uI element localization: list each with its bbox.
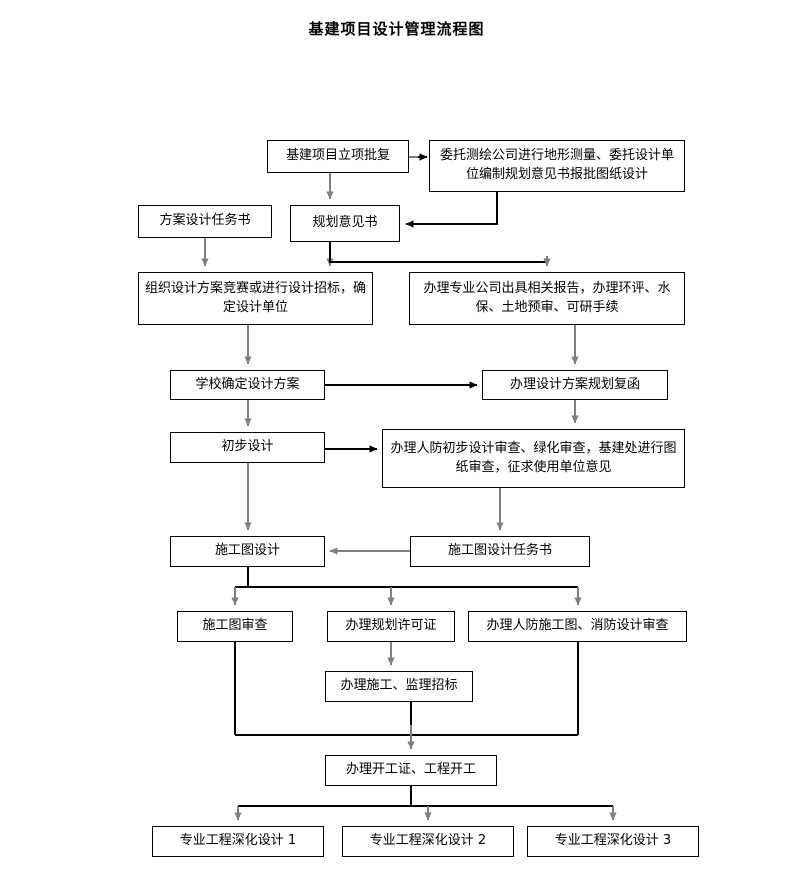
node-deepening-design-1[interactable]: 专业工程深化设计 1 (152, 826, 324, 857)
node-scheme-planning-reply[interactable]: 办理设计方案规划复函 (482, 370, 668, 400)
node-survey-commission[interactable]: 委托测绘公司进行地形测量、委托设计单位编制规划意见书报批图纸设计 (429, 140, 685, 192)
node-label: 办理施工、监理招标 (340, 678, 458, 694)
node-design-competition[interactable]: 组织设计方案竞赛或进行设计招标，确定设计单位 (138, 272, 373, 325)
node-label: 施工图设计任务书 (447, 543, 552, 559)
node-construction-permit-start[interactable]: 办理开工证、工程开工 (325, 755, 497, 786)
node-construction-drawing-task[interactable]: 施工图设计任务书 (410, 536, 590, 567)
node-label: 委托测绘公司进行地形测量、委托设计单位编制规划意见书报批图纸设计 (439, 148, 674, 182)
node-construction-supervision-bidding[interactable]: 办理施工、监理招标 (325, 671, 473, 702)
node-deepening-design-3[interactable]: 专业工程深化设计 3 (527, 826, 699, 857)
node-deepening-design-2[interactable]: 专业工程深化设计 2 (342, 826, 514, 857)
node-label: 基建项目立项批复 (285, 148, 390, 164)
page-title: 基建项目设计管理流程图 (308, 20, 485, 38)
node-professional-reports[interactable]: 办理专业公司出具相关报告，办理环评、水保、土地预审、可研手续 (409, 272, 685, 325)
edge-n2-n4 (405, 192, 498, 228)
edge-n17-bus (238, 786, 613, 807)
node-label: 专业工程深化设计 3 (554, 833, 672, 849)
node-label: 组织设计方案竞赛或进行设计招标，确定设计单位 (144, 280, 366, 315)
node-label: 办理人防施工图、消防设计审查 (486, 618, 669, 634)
node-civil-defense-review[interactable]: 办理人防初步设计审查、绿化审查，基建处进行图纸审查，征求使用单位意见 (382, 429, 685, 488)
node-label: 学校确定设计方案 (195, 376, 300, 392)
node-planning-opinion[interactable]: 规划意见书 (290, 205, 400, 242)
node-label: 办理开工证、工程开工 (345, 762, 476, 778)
node-scheme-design-task[interactable]: 方案设计任务书 (138, 205, 272, 238)
node-label: 规划意见书 (312, 215, 378, 231)
node-label: 办理专业公司出具相关报告，办理环评、水保、土地预审、可研手续 (423, 280, 671, 315)
node-label: 办理规划许可证 (345, 618, 437, 634)
node-planning-permit[interactable]: 办理规划许可证 (327, 611, 455, 642)
node-preliminary-design[interactable]: 初步设计 (170, 432, 325, 463)
edge-n4-n6 (329, 242, 548, 266)
node-label: 施工图设计 (214, 543, 280, 559)
node-label: 专业工程深化设计 1 (179, 833, 297, 849)
node-label: 专业工程深化设计 2 (369, 833, 487, 849)
node-label: 方案设计任务书 (159, 213, 251, 229)
node-project-approval[interactable]: 基建项目立项批复 (267, 140, 409, 173)
node-fire-defense-review[interactable]: 办理人防施工图、消防设计审查 (468, 611, 687, 642)
node-label: 施工图审查 (202, 618, 268, 634)
node-label: 办理设计方案规划复函 (509, 376, 640, 392)
node-school-confirms-scheme[interactable]: 学校确定设计方案 (170, 370, 325, 400)
node-label: 初步设计 (221, 439, 274, 455)
node-construction-drawing-design[interactable]: 施工图设计 (170, 536, 325, 567)
node-drawing-review[interactable]: 施工图审查 (177, 611, 293, 642)
edge-n11-bus (235, 567, 578, 588)
node-label: 办理人防初步设计审查、绿化审查，基建处进行图纸审查，征求使用单位意见 (390, 440, 677, 475)
